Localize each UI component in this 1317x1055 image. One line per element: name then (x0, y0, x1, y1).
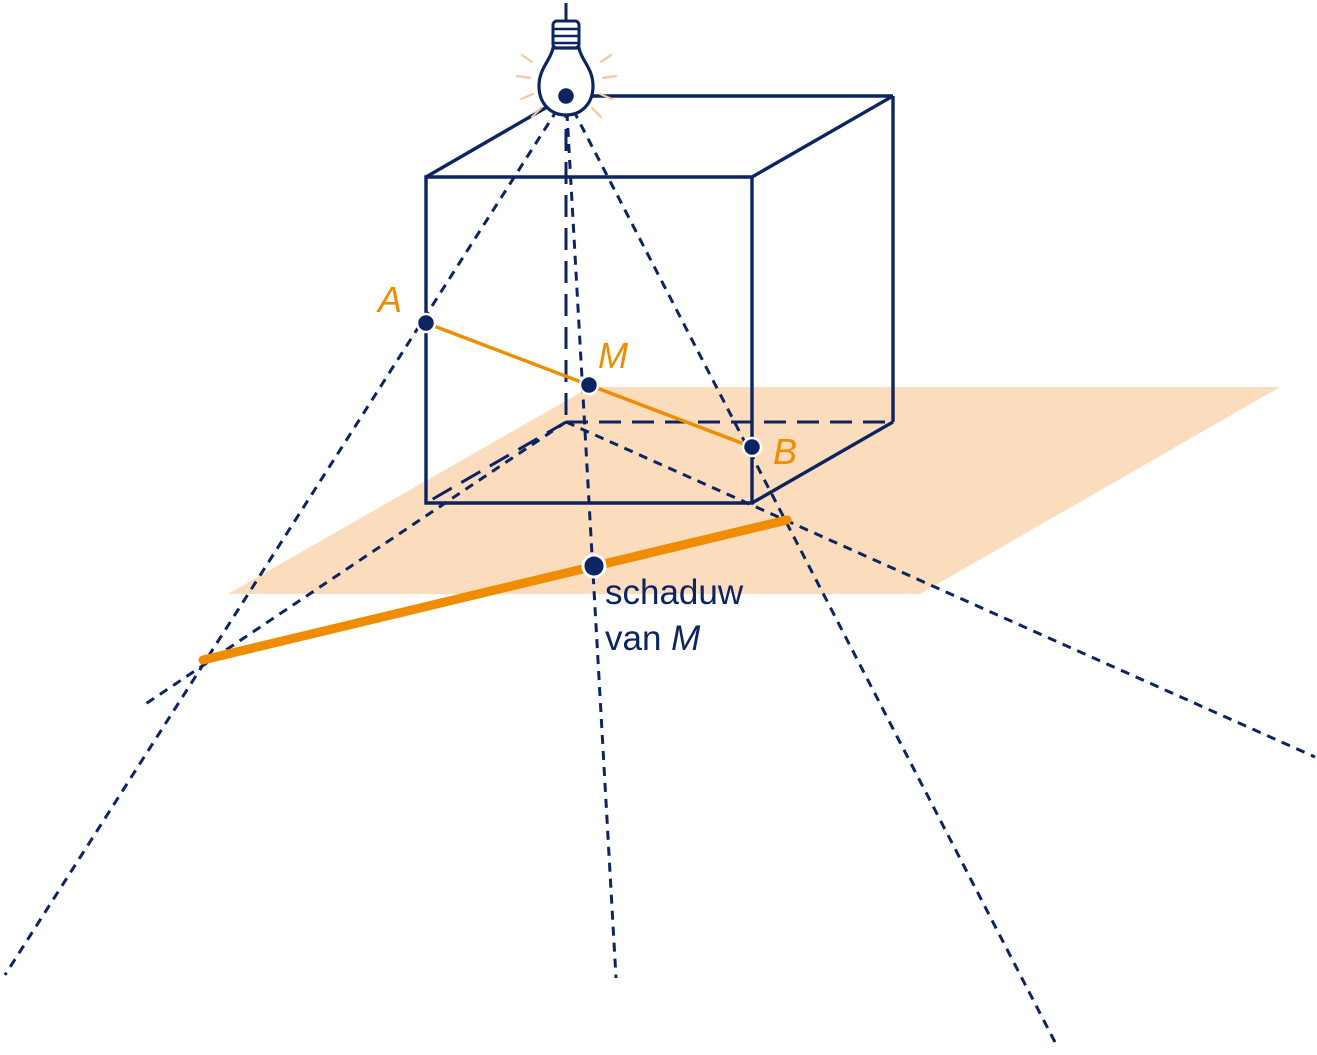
label-shadow-var: M (671, 619, 701, 658)
label-shadow-prefix: van (605, 619, 671, 658)
shadow-segment (198, 515, 792, 665)
light-ray-through-m (564, 95, 618, 979)
point-b (741, 436, 763, 458)
cube-edge-bottom-right (751, 420, 894, 505)
ground-plane (228, 387, 1280, 594)
label-shadow-line2: van M (605, 619, 701, 658)
point-shadow-m (581, 553, 607, 579)
label-point-b: B (773, 431, 797, 472)
label-point-m: M (598, 335, 628, 376)
point-m (578, 374, 600, 396)
label-point-a: A (376, 279, 402, 320)
cube-hidden-edge-left-bottom (425, 420, 567, 505)
cube-edge-top-left (425, 94, 567, 179)
label-shadow-line1: schaduw (605, 573, 744, 612)
cube-edge-top-right (751, 94, 894, 179)
point-a (415, 312, 437, 334)
light-source-point (555, 85, 577, 107)
light-ray-through-a (3, 95, 568, 976)
light-ray-through-b (564, 95, 1060, 1049)
light-bulb-icon (515, 3, 618, 119)
ground-ray-right (565, 420, 1316, 759)
